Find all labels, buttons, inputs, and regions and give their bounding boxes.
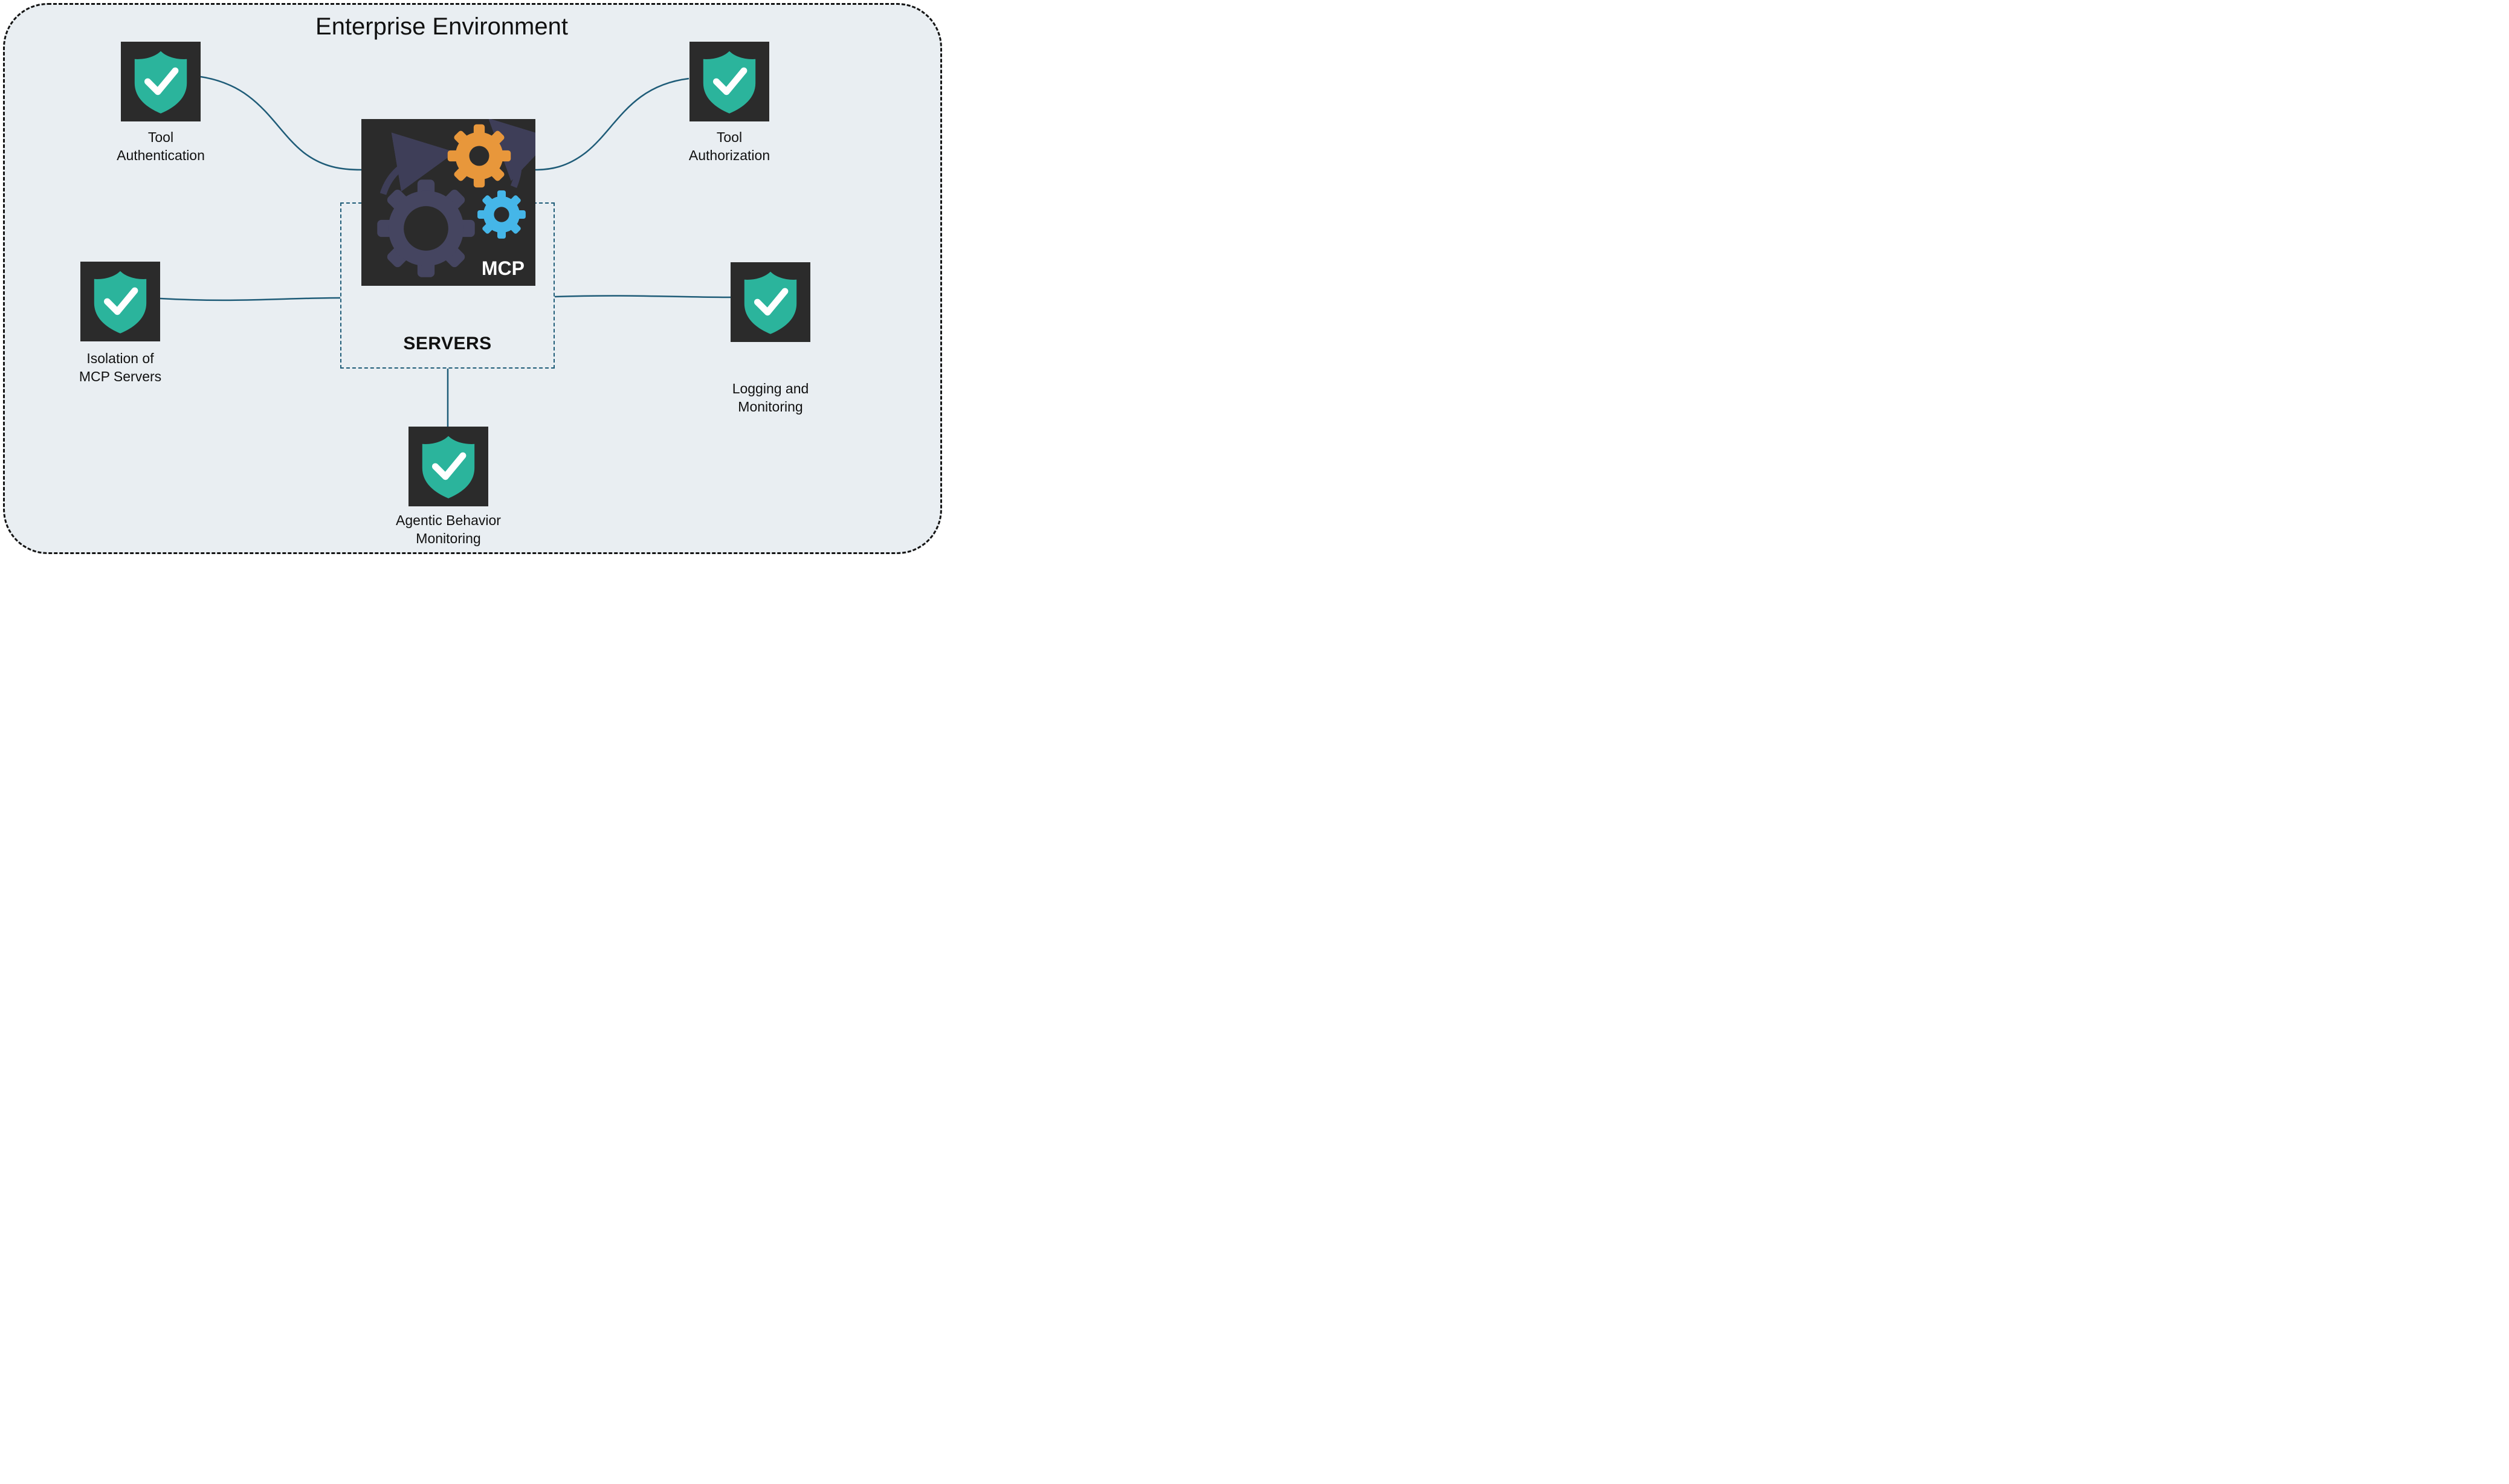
servers-box: SERVERS <box>340 202 555 369</box>
label-line: Authentication <box>117 147 205 164</box>
node-logging-and-monitoring <box>731 262 810 342</box>
shield-check-icon <box>734 266 807 338</box>
node-agentic-behavior-monitoring <box>408 427 488 506</box>
node-isolation-of-mcp-servers <box>80 262 160 341</box>
label-tool-authorization: Tool Authorization <box>633 128 826 165</box>
label-line: Authorization <box>688 147 770 164</box>
label-tool-authentication: Tool Authentication <box>64 128 257 165</box>
gears-icon <box>377 119 535 277</box>
shield-check-icon <box>693 45 766 118</box>
shield-check-icon <box>412 430 485 503</box>
label-line: Monitoring <box>738 399 803 415</box>
label-line: Tool <box>147 129 174 145</box>
shield-check-icon <box>84 265 157 338</box>
diagram-canvas: Enterprise Environment SERVERS MCP <box>0 0 948 561</box>
label-line: Tool <box>716 129 743 145</box>
label-line: Isolation of <box>86 350 154 366</box>
servers-label: SERVERS <box>403 334 492 353</box>
mcp-tile: MCP <box>361 119 535 286</box>
mcp-label: MCP <box>481 257 525 279</box>
label-line: Agentic Behavior <box>396 512 501 528</box>
diagram-title: Enterprise Environment <box>315 13 568 40</box>
shield-check-icon <box>124 45 197 118</box>
node-tool-authentication <box>121 42 201 121</box>
label-line: Monitoring <box>416 531 481 547</box>
label-line: Logging and <box>732 381 809 396</box>
label-isolation-of-mcp-servers: Isolation of MCP Servers <box>24 349 217 386</box>
label-logging-and-monitoring: Logging and Monitoring <box>674 379 867 416</box>
node-tool-authorization <box>689 42 769 121</box>
label-agentic-behavior-monitoring: Agentic Behavior Monitoring <box>352 511 545 548</box>
label-line: MCP Servers <box>79 369 162 385</box>
